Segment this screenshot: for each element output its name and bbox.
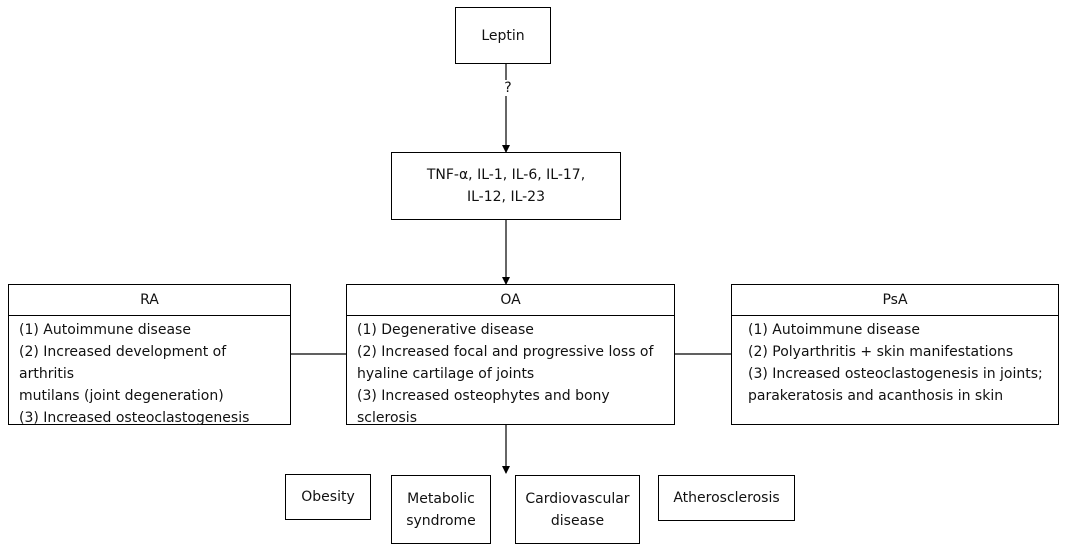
cardiovascular-disease-node: Cardiovascular disease bbox=[515, 475, 640, 544]
metabolic-line-2: syndrome bbox=[406, 512, 476, 529]
psa-panel: PsA (1) Autoimmune disease (2) Polyarthr… bbox=[731, 284, 1059, 425]
oa-line-1: (1) Degenerative disease bbox=[357, 322, 534, 338]
metabolic-syndrome-node: Metabolic syndrome bbox=[391, 475, 491, 544]
ra-line-2: (2) Increased development of arthritis bbox=[19, 344, 227, 382]
ra-panel: RA (1) Autoimmune disease (2) Increased … bbox=[8, 284, 291, 426]
leptin-label: Leptin bbox=[481, 27, 525, 44]
ra-title: RA bbox=[9, 285, 290, 316]
psa-line-1: (1) Autoimmune disease bbox=[748, 322, 920, 338]
atherosclerosis-node: Atherosclerosis bbox=[658, 475, 795, 521]
psa-line-2: (2) Polyarthritis + skin manifestations bbox=[748, 344, 1014, 360]
ra-line-4: (3) Increased osteoclastogenesis bbox=[19, 410, 250, 426]
cytokines-line-1: TNF-α, IL-1, IL-6, IL-17, bbox=[426, 167, 586, 183]
oa-body: (1) Degenerative disease (2) Increased f… bbox=[347, 316, 674, 429]
ra-line-1: (1) Autoimmune disease bbox=[19, 322, 191, 338]
oa-title: OA bbox=[347, 285, 674, 316]
ra-line-3: mutilans (joint degeneration) bbox=[19, 388, 224, 404]
obesity-label: Obesity bbox=[301, 489, 355, 505]
oa-line-2: (2) Increased focal and progressive loss… bbox=[357, 344, 654, 360]
obesity-node: Obesity bbox=[285, 474, 371, 520]
oa-line-4: (3) Increased osteophytes and bony scler… bbox=[357, 388, 610, 426]
cardiovascular-line-2: disease bbox=[550, 512, 605, 529]
leptin-node: Leptin bbox=[455, 7, 551, 64]
cytokines-node: TNF-α, IL-1, IL-6, IL-17, IL-12, IL-23 bbox=[391, 152, 621, 220]
psa-line-4: parakeratosis and acanthosis in skin bbox=[748, 388, 1004, 404]
cytokines-line-2: IL-12, IL-23 bbox=[467, 189, 545, 205]
psa-line-3: (3) Increased osteoclastogenesis in join… bbox=[748, 366, 1043, 382]
atherosclerosis-label: Atherosclerosis bbox=[673, 490, 780, 506]
psa-title: PsA bbox=[732, 285, 1058, 316]
psa-body: (1) Autoimmune disease (2) Polyarthritis… bbox=[732, 316, 1058, 407]
question-mark: ? bbox=[498, 80, 518, 96]
cardiovascular-line-1: Cardiovascular bbox=[525, 490, 630, 507]
ra-body: (1) Autoimmune disease (2) Increased dev… bbox=[9, 316, 290, 429]
oa-line-3: hyaline cartilage of joints bbox=[357, 366, 535, 382]
metabolic-line-1: Metabolic bbox=[407, 490, 475, 507]
oa-panel: OA (1) Degenerative disease (2) Increase… bbox=[346, 284, 675, 426]
